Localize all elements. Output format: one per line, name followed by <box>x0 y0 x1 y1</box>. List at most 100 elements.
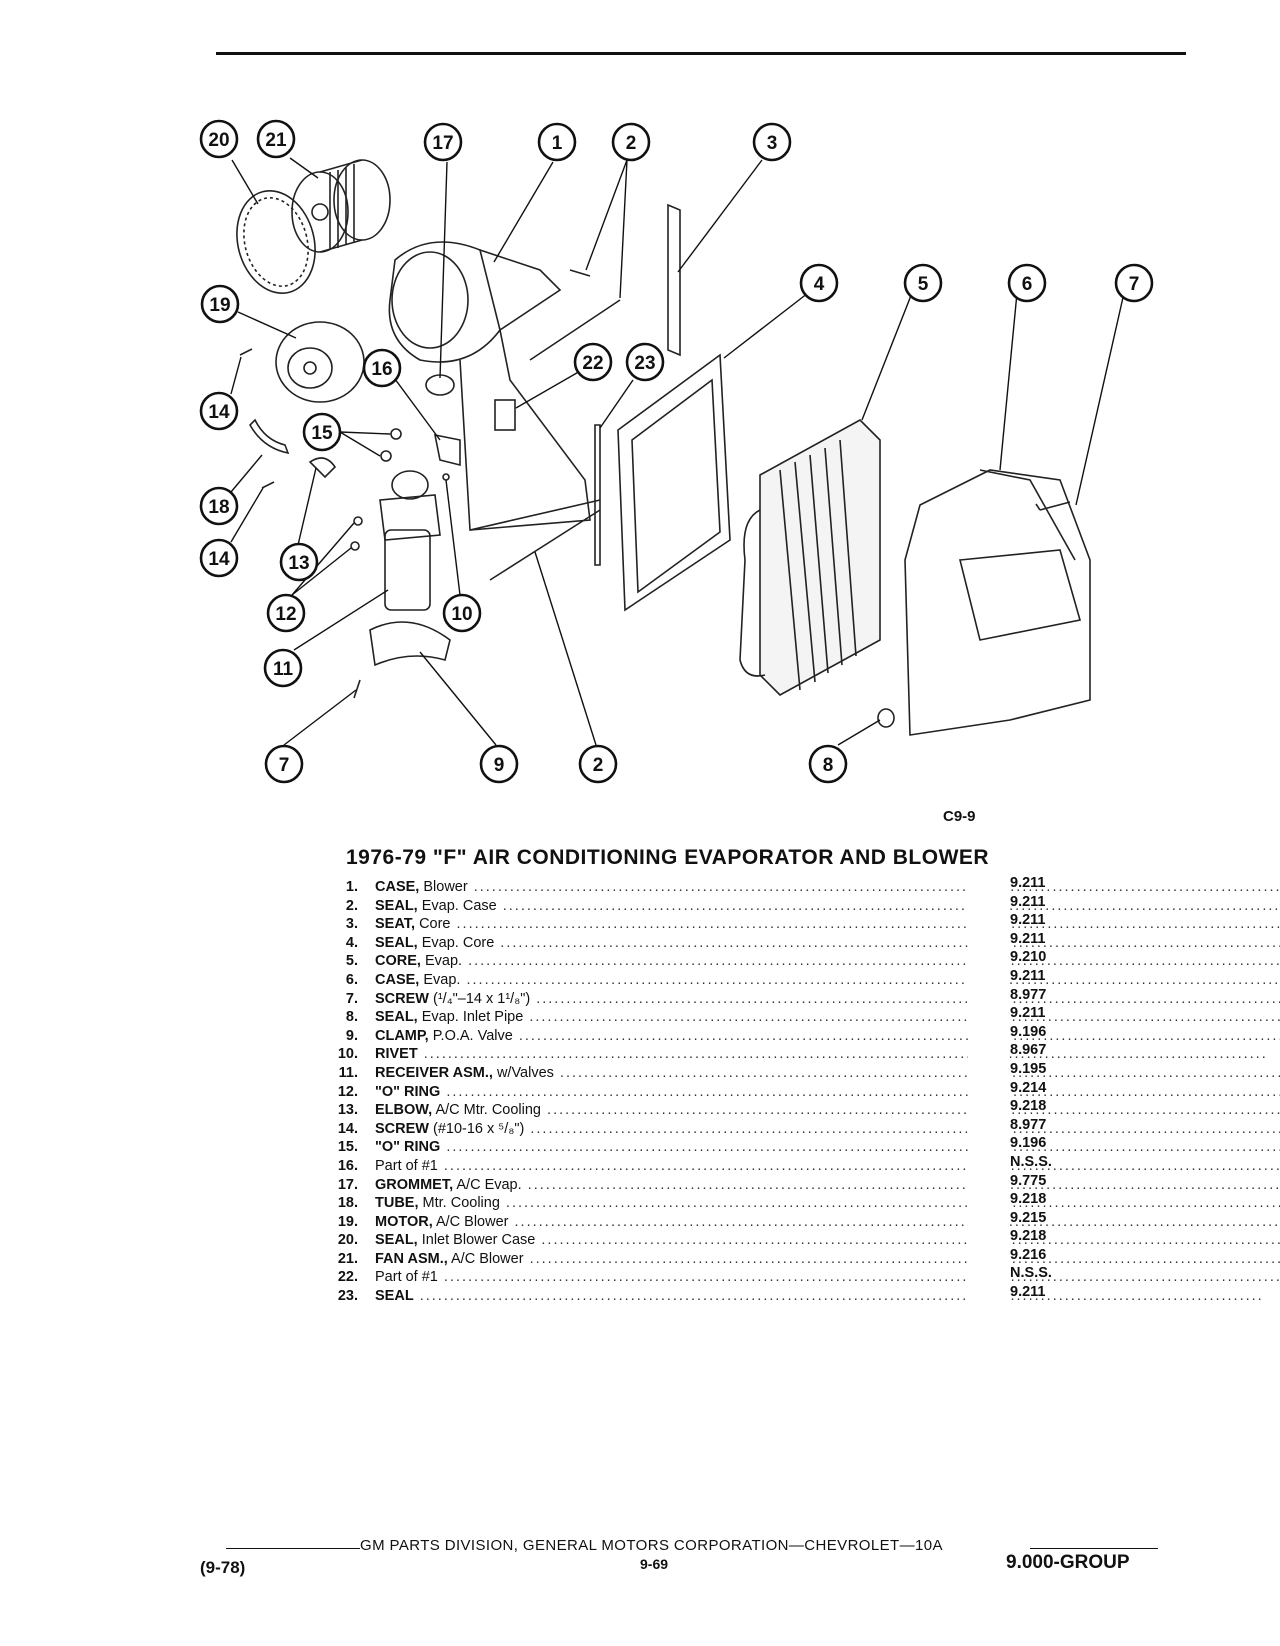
part-detail: A/C Evap. <box>456 1176 522 1193</box>
callout-20: 20 <box>199 119 239 159</box>
part-group-number: 9.196 <box>1010 1135 1047 1152</box>
part-detail: Core <box>419 916 451 933</box>
part-group-number: N.S.S. <box>1010 1153 1052 1170</box>
part-description: SCREW (¹/₄"–14 x 1¹/₈") ................… <box>375 990 1280 1009</box>
part-name: "O" RING <box>375 1139 441 1156</box>
callout-19: 19 <box>200 284 240 324</box>
leader-dots: ........................................… <box>413 1288 1264 1305</box>
parts-list-row: 5.CORE, Evap. ..........................… <box>320 949 1280 971</box>
parts-list-row: 3.SEAT, Core ...........................… <box>320 912 1280 934</box>
part-number: 18. <box>337 1195 358 1212</box>
part-number: 21. <box>337 1250 358 1267</box>
callout-15: 15 <box>302 412 342 452</box>
part-number: 14. <box>337 1120 358 1137</box>
parts-list-row: 2.SEAL, Evap. Case .....................… <box>320 894 1280 916</box>
callout-14-top: 14 <box>199 391 239 431</box>
part-name: "O" RING <box>375 1083 441 1100</box>
part-description: SEAL, Evap. Core .......................… <box>375 934 1280 953</box>
part-group-number: 9.195 <box>1010 1060 1047 1077</box>
part-name: SEAL, <box>375 1009 418 1026</box>
callout-3: 3 <box>752 122 792 162</box>
callout-4: 4 <box>799 263 839 303</box>
part-description: SEAL, Evap. Case .......................… <box>375 897 1280 916</box>
leader-dots: ........................................… <box>417 1046 1268 1063</box>
leader-dots: ........................................… <box>437 1157 1280 1174</box>
callout-1: 1 <box>537 122 577 162</box>
part-group-number: 9.211 <box>1010 1284 1046 1301</box>
footer-date: (9-78) <box>200 1558 246 1577</box>
callout-19-label: 19 <box>209 295 230 316</box>
footer-division: GM PARTS DIVISION, GENERAL MOTORS CORPOR… <box>360 1537 943 1554</box>
part-number: 4. <box>345 934 358 951</box>
part-description: Part of #1 .............................… <box>375 1268 1280 1287</box>
callout-8: 8 <box>808 744 848 784</box>
part-number: 12. <box>337 1083 358 1100</box>
callout-7-left: 7 <box>264 744 304 784</box>
parts-list-row: 22.Part of #1 ..........................… <box>320 1265 1280 1288</box>
parts-list-row: 21. FAN ASM., A/C Blower ................… <box>320 1247 1280 1269</box>
part-description: FAN ASM., A/C Blower ...................… <box>375 1250 1280 1269</box>
part-number: 8. <box>345 1009 358 1026</box>
leader-dots: ........................................… <box>559 1064 1280 1081</box>
parts-list-row: 6.CASE, Evap. ..........................… <box>320 968 1280 990</box>
part-detail: (#10-16 x ⁵/₈") <box>433 1120 525 1137</box>
parts-list-row: 12."O" RING ............................… <box>320 1080 1280 1102</box>
part-group-number: 9.210 <box>1010 949 1047 966</box>
callout-5-label: 5 <box>918 274 929 295</box>
part-group-number: 9.211 <box>1010 967 1046 984</box>
part-detail: (¹/₄"–14 x 1¹/₈") <box>433 990 531 1007</box>
leader-lines <box>230 157 1125 746</box>
leader-dots: ........................................… <box>536 990 1280 1007</box>
part-group-number: 9.218 <box>1010 1098 1047 1115</box>
leader-dots: ........................................… <box>499 1195 1280 1212</box>
callout-11-label: 11 <box>273 659 294 680</box>
callout-15-label: 15 <box>311 423 333 444</box>
part-description: CORE, Evap. ............................… <box>375 952 1280 971</box>
part-description: Part of #1 .............................… <box>375 1157 1280 1176</box>
callout-2-top: 2 <box>611 122 651 162</box>
footer-page-number: 9-69 <box>640 1556 669 1572</box>
parts-list-row: 16.Part of #1 ..........................… <box>320 1154 1280 1176</box>
part-detail: P.O.A. Valve <box>432 1027 513 1044</box>
part-group-number: 9.211 <box>1010 1005 1046 1022</box>
callout-5: 5 <box>903 263 943 303</box>
callout-22: 22 <box>573 342 613 382</box>
callout-3-label: 3 <box>767 133 778 154</box>
part-group-number: 8.977 <box>1010 1116 1047 1133</box>
part-detail: A/C Blower <box>435 1213 509 1230</box>
callout-4-label: 4 <box>814 274 825 295</box>
part-number: 6. <box>345 971 358 988</box>
leader-dots: ........................................… <box>512 1027 1280 1044</box>
part-description: TUBE, Mtr. Cooling .....................… <box>375 1194 1280 1213</box>
part-description: SEAL ...................................… <box>375 1287 1280 1306</box>
callout-17-label: 17 <box>432 133 453 154</box>
part-name: GROMMET, <box>375 1176 454 1193</box>
part-detail: Evap. Case <box>421 897 497 914</box>
parts-list: 1.CASE, Blower .........................… <box>320 875 1280 1306</box>
parts-list-row: 17.GROMMET, A/C Evap. ..................… <box>320 1173 1280 1195</box>
part-description: SEAL, Inlet Blower Case ................… <box>375 1231 1280 1250</box>
part-description: SCREW (#10-16 x ⁵/₈") ..................… <box>375 1120 1280 1139</box>
callout-10: 10 <box>442 593 482 633</box>
part-description: SEAT, Core .............................… <box>375 915 1280 934</box>
leader-dots: ........................................… <box>496 897 1280 914</box>
part-number: 20. <box>337 1232 358 1249</box>
parts-list-row: 15."O" RING ............................… <box>320 1135 1280 1157</box>
part-group-number: 9.214 <box>1010 1079 1047 1096</box>
header-rule <box>216 52 1186 55</box>
part-detail: Part of #1 <box>375 1269 438 1286</box>
callout-6-label: 6 <box>1022 274 1033 295</box>
parts-list-row: 11.RECEIVER ASM., w/Valves .............… <box>320 1061 1280 1083</box>
part-name: CORE, <box>375 953 421 970</box>
part-detail: A/C Mtr. Cooling <box>435 1102 542 1119</box>
part-number: 1. <box>345 879 358 895</box>
leader-dots: ........................................… <box>467 879 1280 895</box>
part-detail: w/Valves <box>496 1064 554 1081</box>
part-group-number: 9.215 <box>1010 1209 1047 1226</box>
callout-7-right-label: 7 <box>1129 274 1140 295</box>
parts-list-row: 4. SEAL, Evap. Core .....................… <box>320 931 1280 953</box>
part-number: 10. <box>337 1046 358 1063</box>
part-number: 13. <box>337 1102 358 1119</box>
part-group-number: 9.211 <box>1010 875 1046 891</box>
leader-dots: ........................................… <box>527 1176 1280 1193</box>
